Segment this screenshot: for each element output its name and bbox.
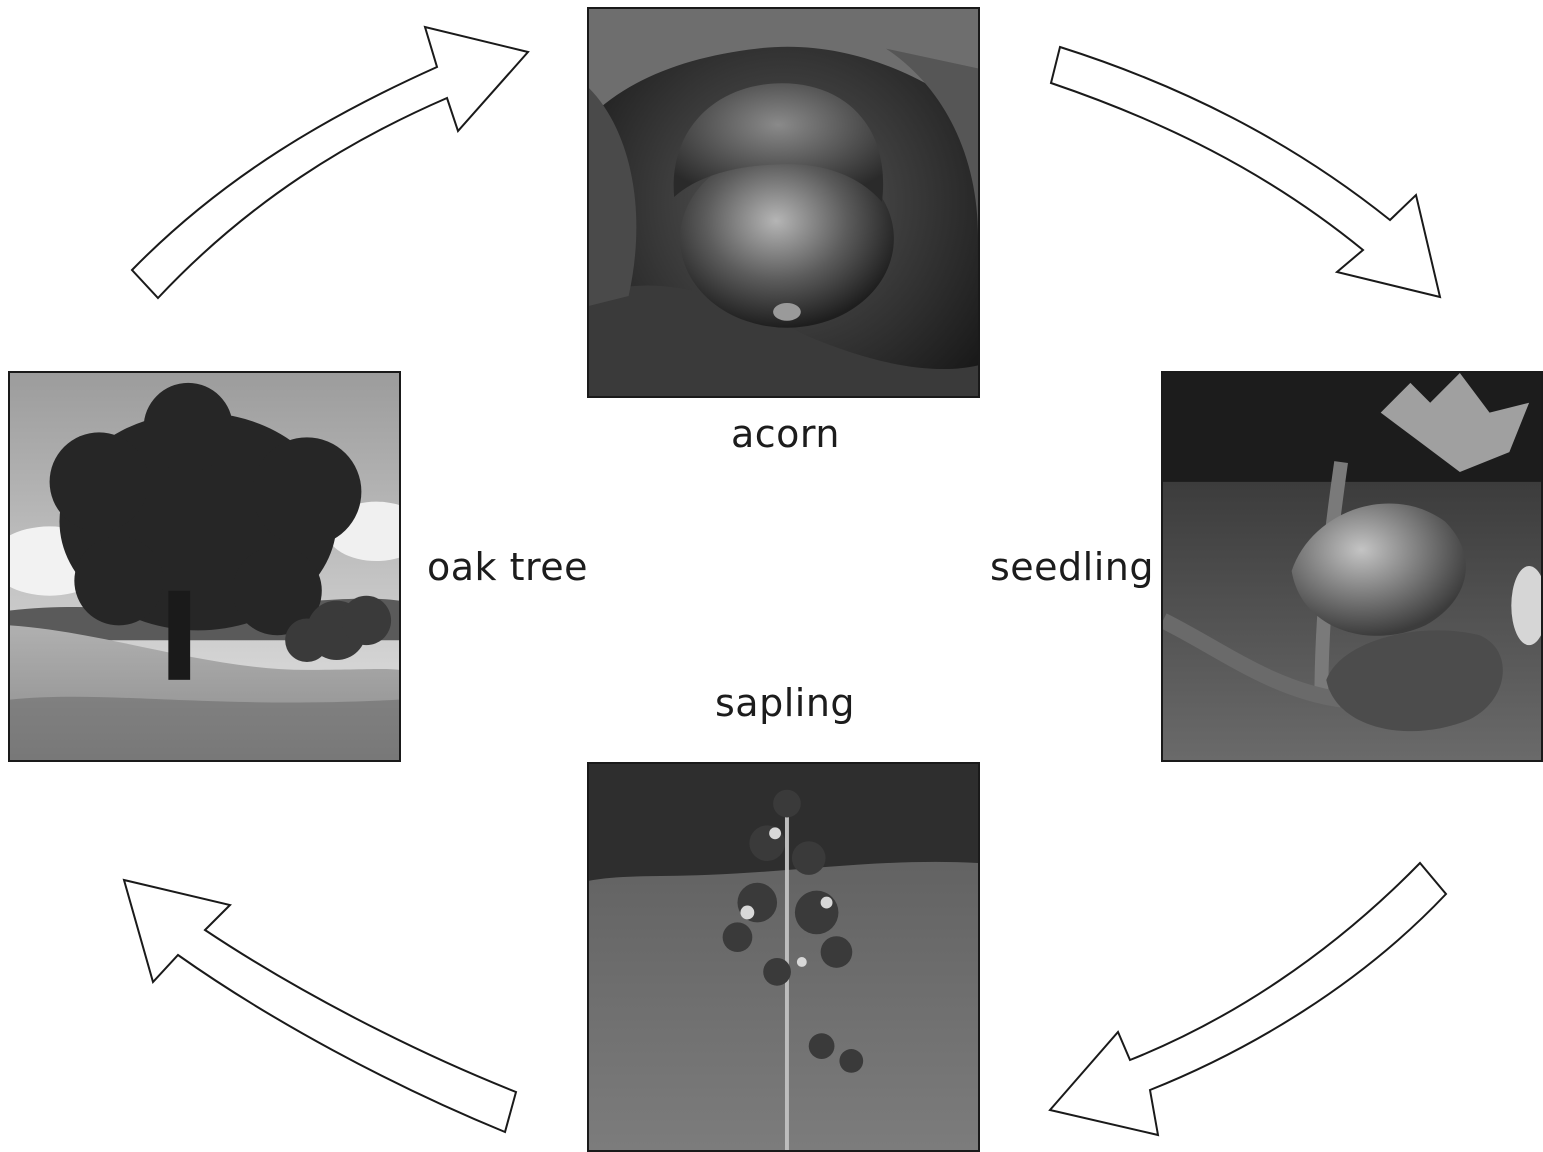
acorn-photo (587, 7, 980, 398)
arrow-sapling-to-oak (124, 880, 516, 1132)
stage-label-seedling: seedling (990, 545, 1154, 589)
arrow-oak-to-acorn (132, 27, 528, 298)
arrow-acorn-to-seedling (1051, 47, 1440, 297)
sapling-photo (587, 762, 980, 1152)
stage-label-oak-tree: oak tree (427, 545, 588, 589)
arrow-seedling-to-sapling (1050, 863, 1446, 1135)
seedling-photo (1161, 371, 1543, 762)
oak-tree-photo (8, 371, 401, 762)
stage-label-sapling: sapling (715, 681, 855, 725)
stage-label-acorn: acorn (731, 412, 840, 456)
